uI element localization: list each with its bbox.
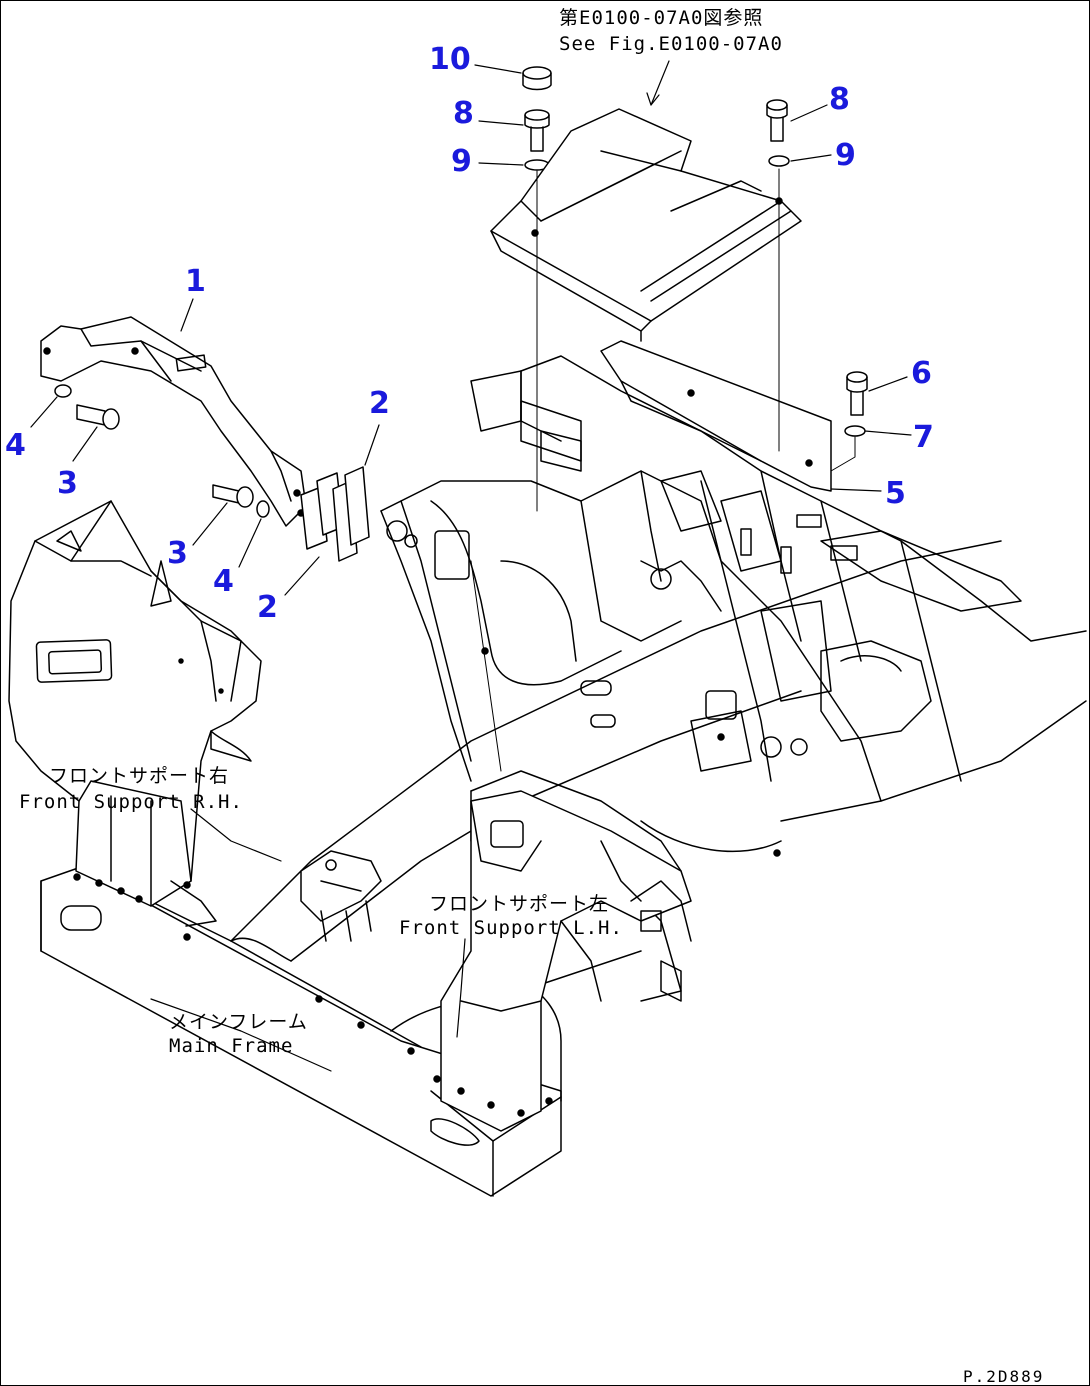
callout-4-left: 4: [5, 428, 26, 463]
top-cover-plate-drawing: [490, 108, 802, 342]
callout-2-bottom: 2: [257, 590, 278, 625]
leader-lines: [30, 60, 912, 1072]
see-fig-note-jp: 第E0100-07A0図参照: [559, 7, 764, 29]
fasteners-drawing: [54, 66, 868, 518]
part-5-plate-drawing: [600, 340, 832, 492]
callout-8-left: 8: [453, 96, 474, 131]
callout-1: 1: [185, 264, 206, 299]
callout-9-right: 9: [835, 138, 856, 173]
front-support-lh-label-jp: フロントサポート左: [429, 893, 610, 915]
callout-5: 5: [885, 476, 906, 511]
main-frame-label-en: Main Frame: [169, 1035, 294, 1057]
part-2-shims-drawing: [300, 466, 370, 562]
page-reference: P.2D889: [963, 1367, 1045, 1386]
assembly-lines: [470, 168, 856, 772]
callout-7: 7: [913, 420, 934, 455]
center-bracket-drawing: [300, 850, 382, 942]
front-support-rh-label-en: Front Support R.H.: [19, 791, 243, 813]
part-1-bracket-drawing: [40, 316, 307, 527]
see-fig-note-en: See Fig.E0100-07A0: [559, 33, 783, 55]
front-support-lh-drawing: [433, 790, 692, 1132]
main-frame-label-jp: メインフレーム: [169, 1011, 308, 1033]
callout-6: 6: [911, 356, 932, 391]
callout-9-left: 9: [451, 144, 472, 179]
callout-10: 10: [429, 42, 471, 77]
callout-3-middle: 3: [167, 536, 188, 571]
front-support-rh-label-jp: フロントサポート右: [49, 765, 230, 787]
callout-3-left: 3: [57, 466, 78, 501]
callout-2-top: 2: [369, 386, 390, 421]
callout-4-middle: 4: [213, 564, 234, 599]
callout-8-right: 8: [829, 82, 850, 117]
front-support-lh-label-en: Front Support L.H.: [399, 917, 623, 939]
main-frame-drawing: [40, 355, 1087, 1197]
front-support-rh-drawing: [8, 500, 262, 927]
